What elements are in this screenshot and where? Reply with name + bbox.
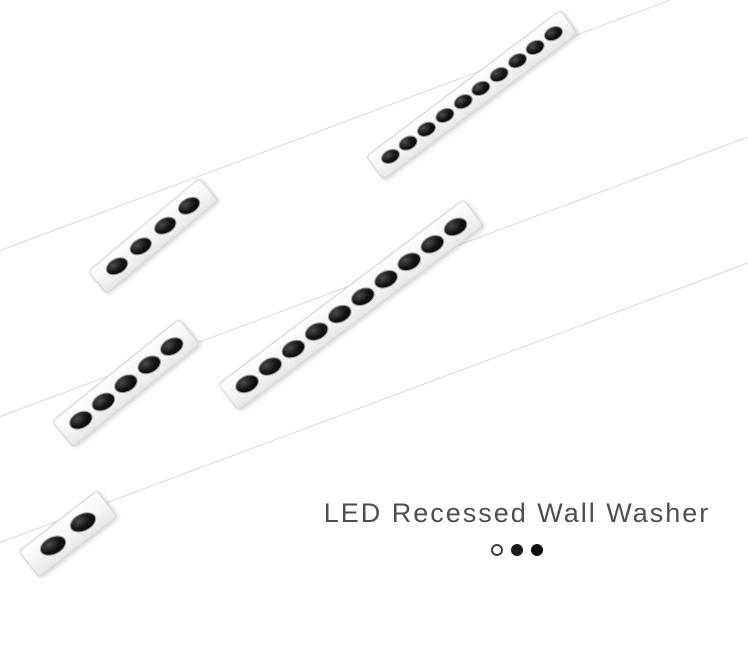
led-lens — [488, 65, 510, 84]
led-lens — [434, 106, 456, 125]
led-lens — [128, 234, 155, 258]
recessed-strip-bottom-left — [18, 489, 118, 579]
led-lens — [302, 319, 330, 343]
color-swatch-white[interactable] — [491, 544, 503, 556]
led-lens — [524, 37, 547, 57]
ceiling-seam-line — [0, 136, 748, 558]
led-lens — [397, 133, 420, 153]
led-lens — [67, 407, 95, 432]
led-lens — [542, 24, 565, 43]
led-lens — [67, 509, 99, 536]
color-swatch-dark-black[interactable] — [531, 544, 543, 556]
led-lens — [452, 92, 474, 112]
product-title: LED Recessed Wall Washer — [323, 498, 711, 528]
ceiling-seam-line — [0, 10, 748, 432]
led-lens — [89, 389, 117, 414]
led-lens — [506, 51, 529, 71]
led-lens — [112, 371, 140, 395]
led-lens — [157, 334, 185, 359]
led-lens — [104, 254, 131, 278]
recessed-strip-top-right — [365, 9, 579, 181]
led-lens — [379, 147, 402, 166]
led-lens — [37, 532, 69, 559]
color-swatch-black[interactable] — [511, 544, 523, 556]
recessed-strip-center — [217, 198, 485, 412]
led-lens — [279, 336, 307, 361]
color-swatch-row — [300, 544, 734, 556]
led-lens — [134, 352, 163, 377]
led-lens — [372, 267, 400, 291]
led-lens — [175, 194, 202, 218]
led-lens — [325, 302, 354, 326]
recessed-strip-mid-left — [51, 318, 201, 448]
led-lens — [470, 78, 492, 98]
led-lens — [151, 214, 178, 238]
led-lens — [418, 232, 446, 256]
led-lens — [256, 354, 284, 378]
recessed-strip-upper-left — [87, 177, 219, 295]
led-lens — [348, 284, 377, 308]
led-lens — [441, 214, 469, 239]
led-lens — [233, 371, 261, 396]
led-lens — [415, 119, 438, 139]
led-lens — [395, 249, 423, 274]
ceiling-seam-line — [0, 0, 748, 266]
